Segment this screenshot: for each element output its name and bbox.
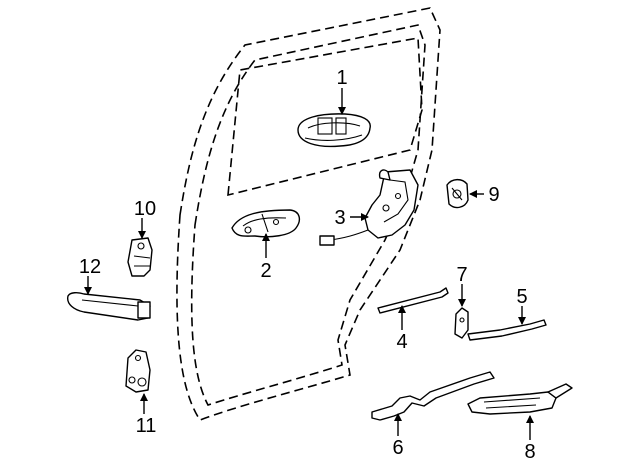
link-part-8: [467, 383, 573, 415]
callout-6: 6: [392, 437, 403, 459]
lock-assembly-part: [319, 169, 419, 246]
callout-1: 1: [336, 67, 347, 89]
upper-hinge-part: [127, 237, 153, 277]
callout-5: 5: [516, 286, 527, 308]
striker-part: [446, 178, 469, 209]
callout-labels: 1 2 3 4 5 6 7 8 9 10 11 12: [79, 67, 536, 463]
callout-2: 2: [260, 260, 271, 282]
clip-part-7: [454, 307, 469, 339]
door-outline: [176, 7, 441, 421]
inside-handle-part: [231, 209, 301, 238]
lower-hinge-part: [125, 349, 151, 393]
outside-handle-part: [297, 113, 371, 148]
callout-7: 7: [456, 264, 467, 286]
callout-4: 4: [396, 331, 407, 353]
callout-8: 8: [524, 441, 535, 463]
callout-11: 11: [136, 415, 157, 437]
callout-3: 3: [334, 207, 345, 229]
leader-lines: [84, 88, 534, 440]
callout-10: 10: [134, 198, 156, 220]
door-check-part: [67, 291, 151, 321]
rod-part-5: [467, 319, 547, 341]
rod-part-4: [377, 287, 449, 314]
callout-12: 12: [79, 256, 101, 278]
callout-9: 9: [488, 184, 499, 206]
rod-part-6: [371, 371, 495, 421]
